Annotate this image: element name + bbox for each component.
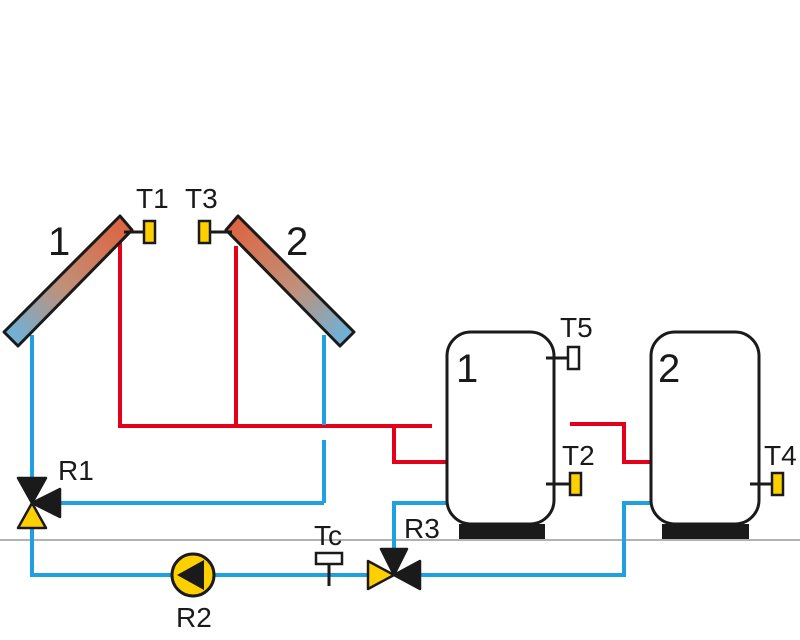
pump-r2-label: R2 [176, 602, 212, 633]
sensor-tc-label: Tc [314, 520, 342, 551]
tank-1-label: 1 [456, 347, 478, 391]
three-way-valve-r1: R1 [16, 455, 94, 530]
sensor-t5-label: T5 [560, 312, 593, 343]
sensor-tc: Tc [314, 520, 344, 586]
storage-tank-2: 2 [649, 330, 761, 539]
solar-collector-2: 2 [224, 214, 356, 348]
sensor-t3: T3 [185, 183, 232, 245]
sensor-t2-label: T2 [562, 440, 595, 471]
sensor-t5: T5 [546, 312, 593, 371]
storage-tank-1: 1 [445, 330, 556, 539]
three-way-valve-r3: R3 [366, 513, 440, 591]
sensor-t1-label: T1 [136, 183, 169, 214]
sensor-t4-label: T4 [764, 440, 797, 471]
sensor-t3-label: T3 [185, 183, 218, 214]
collector-2-label: 2 [286, 220, 308, 264]
collector-1-label: 1 [48, 220, 70, 264]
cold-piping [30, 335, 712, 577]
hot-piping [118, 240, 712, 464]
sensor-t2: T2 [546, 440, 595, 497]
tank-2-label: 2 [658, 347, 680, 391]
solar-collector-1: 1 [2, 214, 134, 348]
valve-r3-label: R3 [404, 513, 440, 544]
pump-r2: R2 [170, 552, 216, 633]
sensor-t4: T4 [750, 440, 797, 497]
valve-r1-label: R1 [58, 455, 94, 486]
sensor-t1: T1 [124, 183, 169, 245]
